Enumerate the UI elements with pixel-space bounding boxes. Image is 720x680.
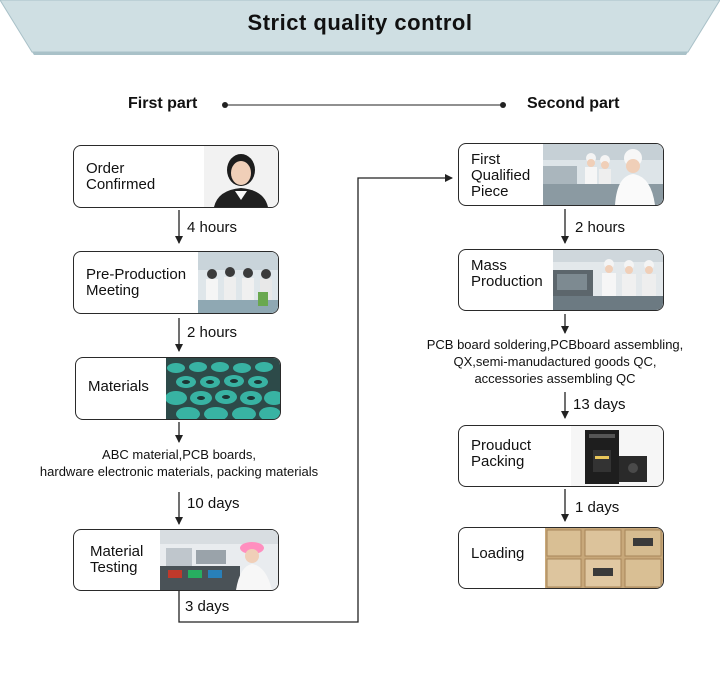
step-product-packing: Prouduct Packing: [458, 425, 664, 487]
step-first-qualified-piece: First Qualified Piece: [458, 143, 664, 206]
banner-shape: [0, 0, 720, 55]
duration-10-days: 10 days: [187, 495, 240, 512]
title-banner: Strict quality control: [0, 0, 720, 60]
step-materials: Materials: [75, 357, 281, 420]
first-part-label: First part: [128, 95, 198, 112]
duration-3-days: 3 days: [185, 598, 230, 615]
step-label: Materials: [88, 378, 149, 395]
woman-portrait-photo: [204, 146, 278, 207]
step-mass-production: Mass Production: [458, 249, 664, 311]
worker-testing-photo: [160, 530, 278, 590]
factory-workers-photo: [543, 144, 663, 205]
step-pre-production-meeting: Pre-Production Meeting: [73, 251, 279, 314]
timeline-start-dot: [222, 102, 228, 108]
step-material-testing: Material Testing: [73, 529, 279, 591]
assembly-line-photo: [553, 250, 663, 310]
step-label: Mass Production: [471, 257, 543, 290]
duration-4-hours: 4 hours: [187, 219, 238, 236]
duration-13-days: 13 days: [573, 396, 626, 413]
green-plastic-parts-photo: [166, 358, 280, 419]
arrow-3-days: [178, 174, 453, 623]
page-title: Strict quality control: [247, 10, 473, 35]
step-label: Material Testing: [90, 543, 144, 576]
duration-2-hours-right: 2 hours: [575, 219, 626, 236]
meeting-room-photo: [198, 252, 278, 313]
materials-note: ABC material,PCB boards, hardware electr…: [39, 447, 319, 479]
step-label: Pre-Production Meeting: [86, 266, 187, 299]
duration-1-days: 1 days: [575, 499, 620, 516]
production-note: PCB board soldering,PCBboard assembling,…: [426, 337, 684, 386]
step-loading: Loading: [458, 527, 664, 589]
duration-2-hours: 2 hours: [187, 324, 238, 341]
product-box-photo: [571, 426, 663, 486]
cartons-photo: [545, 528, 663, 588]
second-part-label: Second part: [527, 95, 620, 112]
step-label: Order Confirmed: [86, 160, 156, 193]
timeline-end-dot: [500, 102, 506, 108]
step-label: Loading: [471, 545, 525, 562]
step-order-confirmed: Order Confirmed: [73, 145, 279, 208]
step-label: Prouduct Packing: [471, 437, 532, 470]
step-label: First Qualified Piece: [471, 151, 531, 200]
